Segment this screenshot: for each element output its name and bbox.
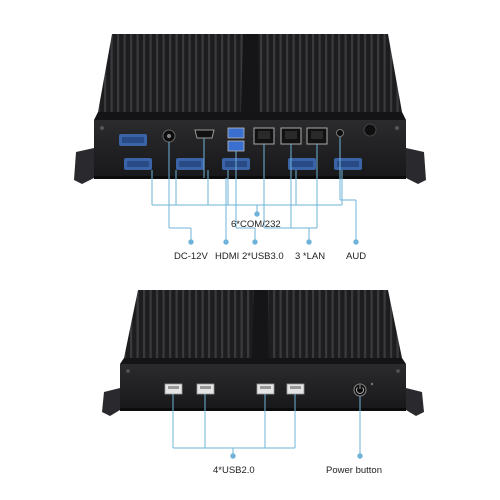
power-button xyxy=(353,383,367,397)
callout-lines-bottom xyxy=(172,394,363,459)
callout-aud-label: AUD xyxy=(346,251,367,262)
lan-port-2 xyxy=(280,127,302,145)
usb3-port-2 xyxy=(227,140,245,152)
callout-dc-label: DC-12V xyxy=(174,251,208,262)
callout-usb3-label: 2*USB3.0 xyxy=(242,251,284,262)
power-led xyxy=(370,382,374,386)
callout-hdmi-label: HDMI xyxy=(215,251,240,262)
lan-port-1 xyxy=(253,127,275,145)
mount-bracket-left xyxy=(74,148,94,184)
usb2-port-1 xyxy=(164,383,183,395)
usb3-port-1 xyxy=(227,127,245,139)
com-port-5 xyxy=(288,158,316,170)
com-port-6 xyxy=(334,158,362,170)
antenna-port xyxy=(363,123,377,137)
callout-lan-label: 3 *LAN xyxy=(295,251,326,262)
lan-port-3 xyxy=(306,127,328,145)
usb2-port-4 xyxy=(286,383,305,395)
com-port-2 xyxy=(124,158,152,170)
heatsink-divider xyxy=(241,34,259,112)
callout-power-label: Power button xyxy=(326,465,382,476)
hdmi-port xyxy=(194,129,215,139)
com-port-1 xyxy=(119,134,147,146)
device-front-panel-view xyxy=(102,290,424,459)
mount-bracket-left-bottom xyxy=(102,388,120,416)
callout-com-label: 6*COM/232 xyxy=(231,219,281,230)
mount-bracket-right-bottom xyxy=(406,388,424,416)
mount-bracket-right xyxy=(406,148,426,184)
callout-usb2-label: 4*USB2.0 xyxy=(213,465,255,476)
audio-jack xyxy=(336,129,344,137)
com-port-3 xyxy=(176,158,204,170)
usb2-port-3 xyxy=(256,383,275,395)
usb2-port-2 xyxy=(196,383,215,395)
callout-lines-top xyxy=(151,137,359,245)
device-rear-panel-view xyxy=(74,34,426,245)
dc-power-jack xyxy=(162,129,176,143)
